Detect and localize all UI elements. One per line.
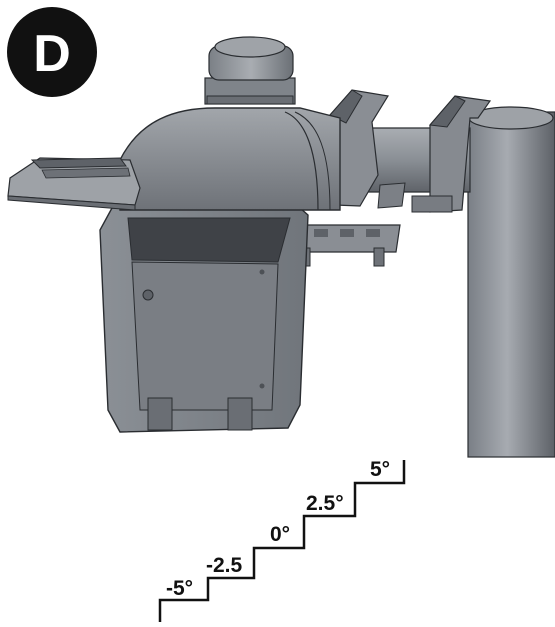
pole [467,106,555,458]
tilt-staircase [158,460,406,622]
bracket-rail [297,224,401,267]
arm-clamp-rear [411,95,492,213]
fixture-head [119,107,341,211]
lower-housing [99,207,309,433]
optic-tray [7,157,141,211]
badge-letter: D [33,25,71,83]
photocell-dome [204,36,296,105]
step-label-neg5: -5° [166,577,193,600]
step-label-5: 5° [370,458,390,481]
step-label-neg2-5: -2.5 [206,554,243,577]
staircase-line [158,460,406,622]
step-label-2-5: 2.5° [306,492,344,515]
step-label-0: 0° [270,523,290,546]
step-badge: D [7,7,97,97]
arm-clamp-front [329,89,406,209]
badge-circle [7,7,97,97]
